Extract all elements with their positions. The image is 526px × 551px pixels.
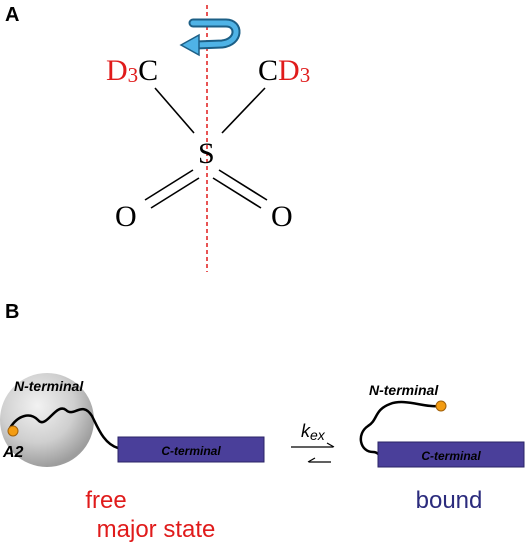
left-deuterium-subscript: 3	[128, 63, 139, 87]
left-carbon: C	[138, 54, 158, 87]
left-methyl-group: D3C	[106, 54, 158, 87]
bound-residue-dot	[435, 400, 447, 412]
right-carbon: C	[258, 54, 278, 87]
panel-a-label: A	[5, 4, 19, 26]
bound-peptide-chain	[359, 400, 441, 458]
double-bond-right	[212, 169, 268, 209]
left-deuterium: D	[106, 54, 128, 87]
right-methyl-group: CD3	[258, 54, 310, 87]
right-deuterium-subscript: 3	[300, 63, 311, 87]
free-c-terminal-label: C-terminal	[161, 444, 221, 458]
reverse-arrow-icon	[307, 457, 331, 463]
bound-c-terminal-label: C-terminal	[421, 449, 481, 463]
sulfur-atom: S	[198, 137, 215, 170]
bound-state-label: bound	[416, 487, 483, 514]
free-state-label: free	[85, 487, 126, 514]
bound-n-terminal-label: N-terminal	[369, 382, 439, 398]
right-deuterium: D	[278, 54, 300, 87]
bond-left-carbon-sulfur	[154, 87, 195, 134]
double-bond-left	[144, 169, 200, 209]
major-state-label: major state	[97, 516, 216, 543]
free-n-terminal-label: N-terminal	[14, 378, 84, 394]
free-peptide-chain	[8, 407, 119, 450]
free-c-terminal-box	[117, 436, 265, 463]
rotation-arrow-icon	[179, 18, 241, 57]
bond-right-carbon-sulfur	[221, 87, 266, 134]
oxygen-right: O	[271, 200, 293, 233]
exchange-rate-label: kex	[301, 421, 326, 443]
panel-b-label: B	[5, 301, 19, 323]
a2-residue-label: A2	[2, 444, 24, 461]
oxygen-left: O	[115, 200, 137, 233]
bound-c-terminal-box	[377, 441, 525, 468]
forward-arrow-icon	[291, 442, 335, 448]
a2-residue-dot	[7, 425, 19, 437]
